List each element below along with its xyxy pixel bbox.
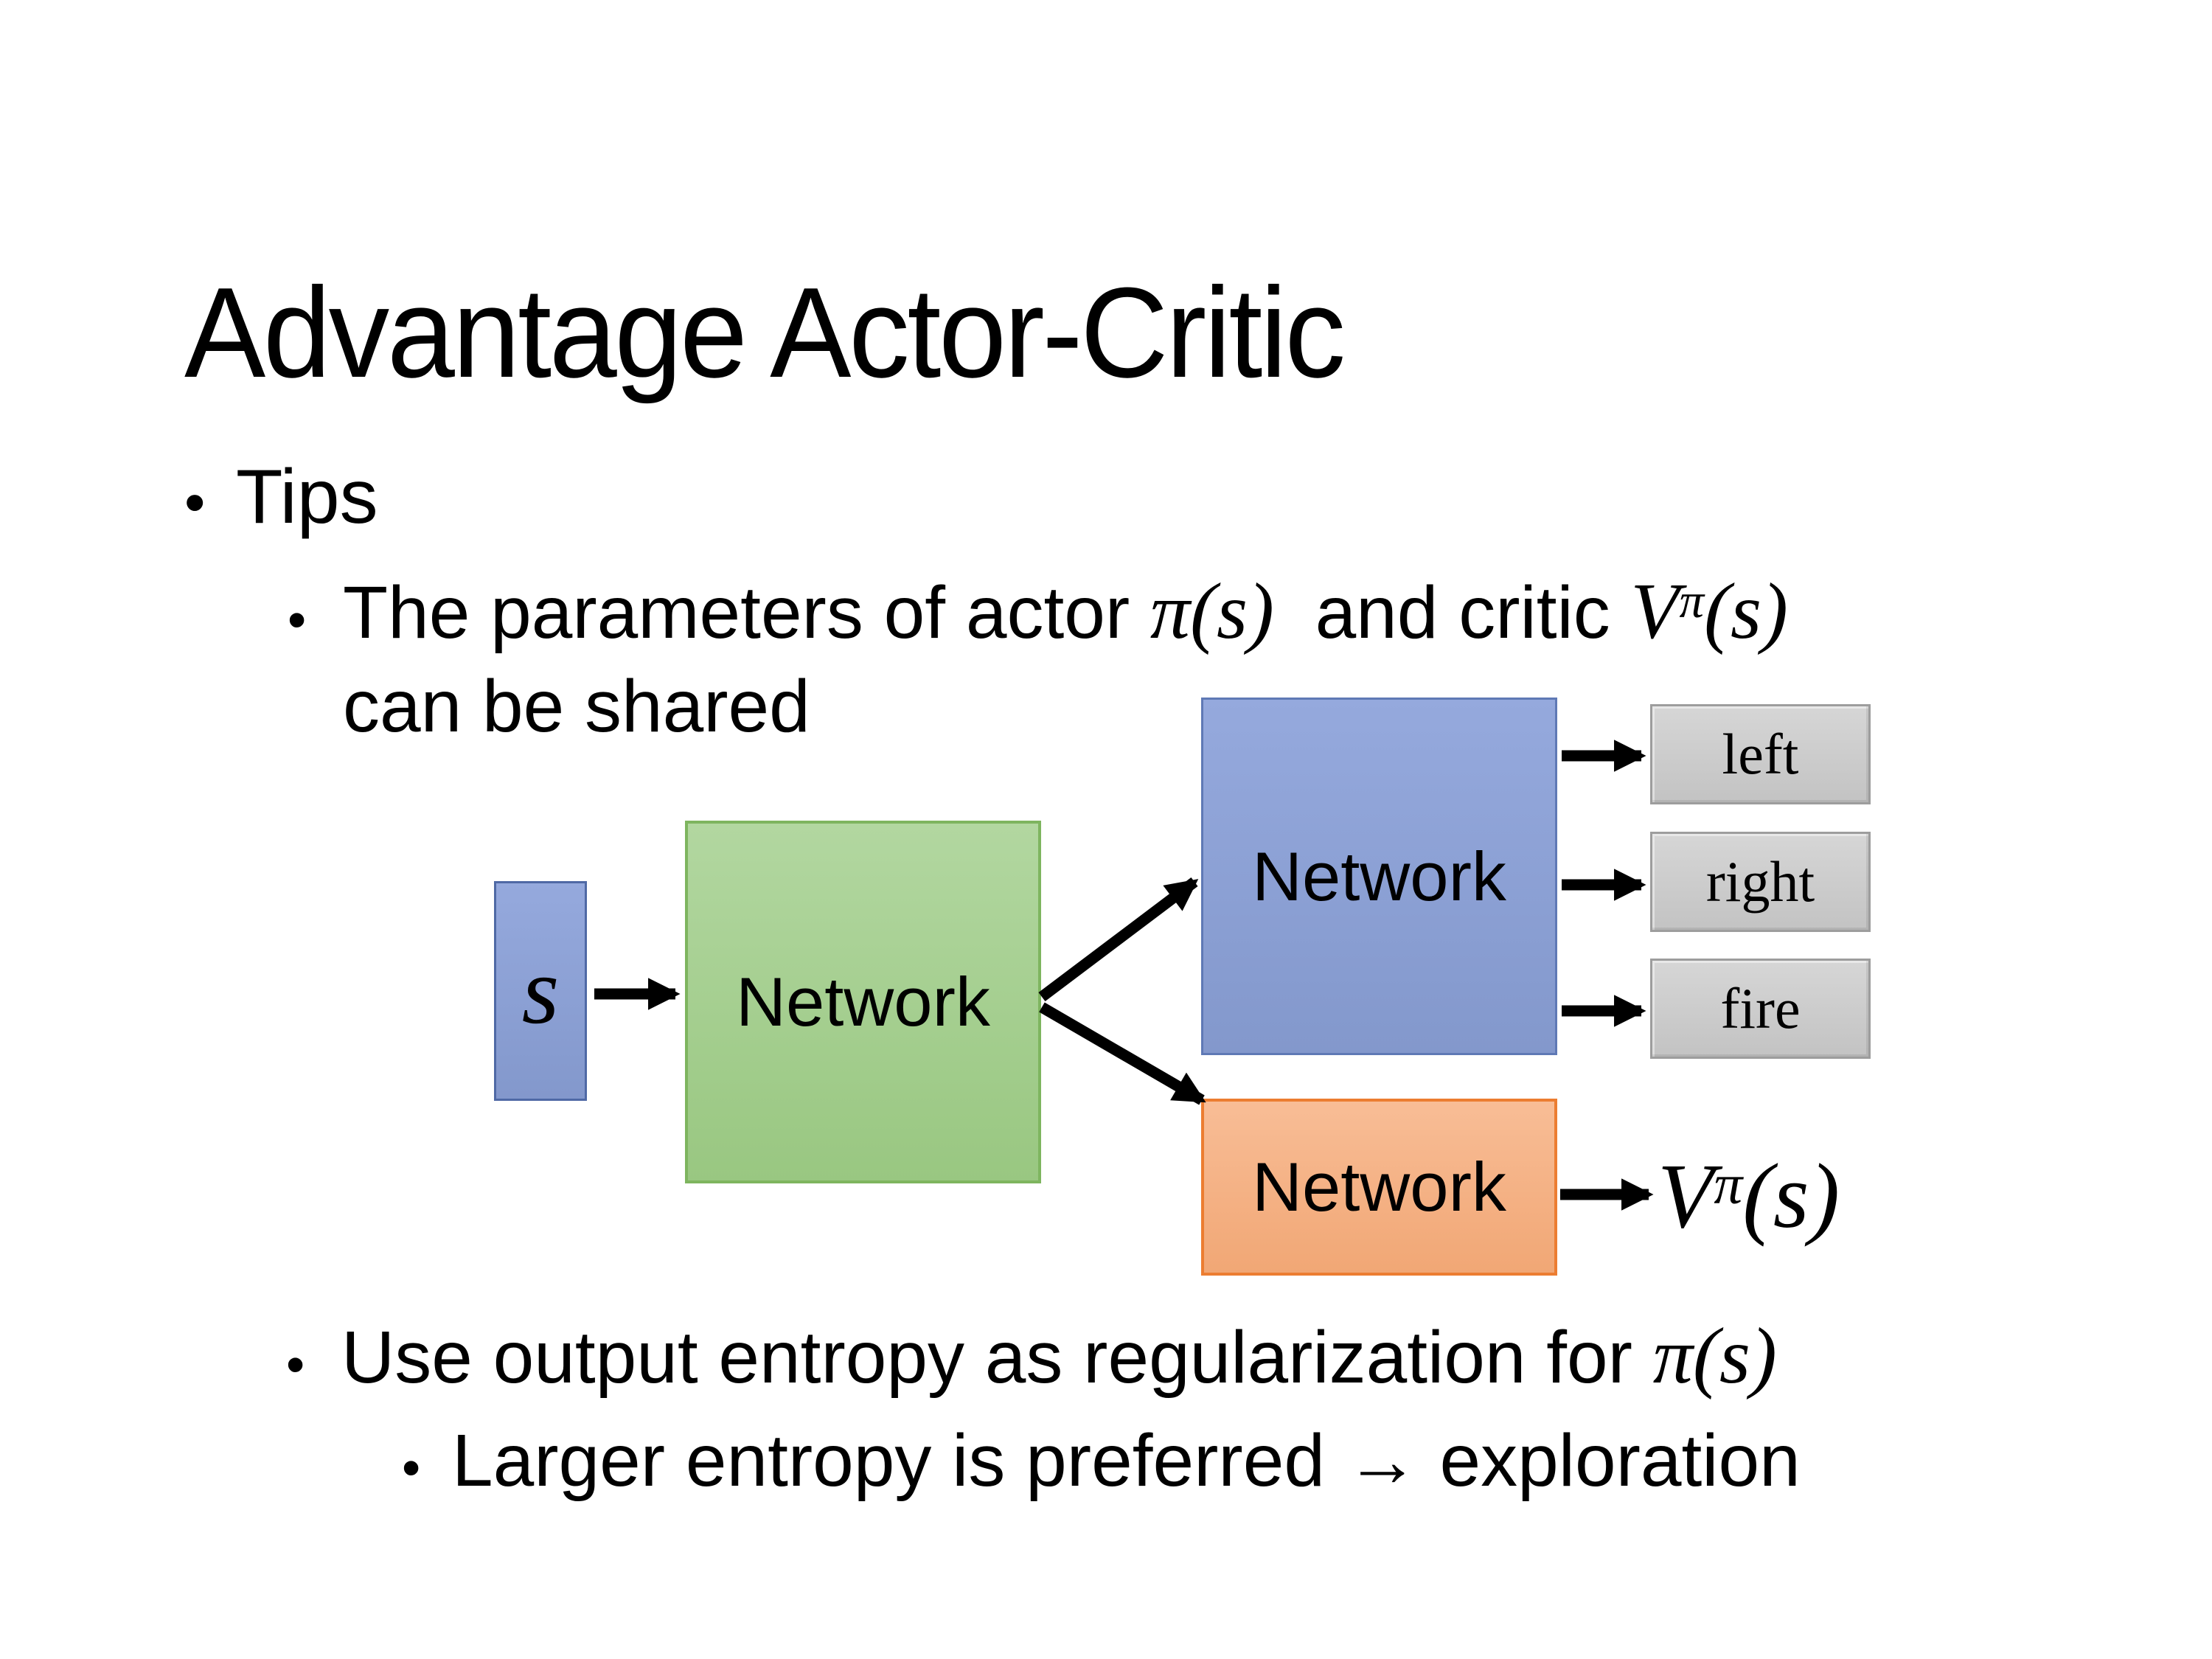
page-title: Advantage Actor-Critic [184,260,1346,404]
bullet-icon: • [288,591,307,650]
parameters-mid: and critic [1274,571,1631,654]
shared-network-box: Network [685,821,1041,1183]
arrow-shared-to-critic [1039,1002,1206,1105]
parameters-pre: The parameters of actor [343,571,1150,654]
state-input-label: s [521,938,560,1044]
action-label-right: right [1705,849,1815,914]
critic-v-base: V [1630,568,1680,655]
shared-network-label: Network [736,963,990,1040]
value-sup: π [1714,1152,1743,1216]
critic-network-label: Network [1252,1148,1506,1225]
state-input-box: s [494,881,587,1101]
parameters-text: The parameters of actor π(s) and critic … [343,563,1788,752]
action-box-left: left [1650,704,1871,804]
actor-pi-math: π(s) [1150,568,1274,655]
value-base: V [1658,1146,1714,1248]
bullet-parameters-shared: • The parameters of actor π(s) and criti… [288,563,1788,752]
bullet-icon: • [184,470,206,536]
critic-v-sup: π [1679,573,1705,628]
entropy-pi-math: π(s) [1652,1312,1777,1400]
bullet-icon: • [402,1439,421,1498]
entropy-pre: Use output entropy as regularization for [341,1316,1653,1399]
arrow-shared-to-actor [1038,877,1199,1001]
bullet-tips: • Tips [184,459,378,535]
action-box-fire: fire [1650,959,1871,1059]
bullet-larger-entropy: • Larger entropy is preferred → explorat… [402,1424,1801,1498]
action-label-left: left [1722,722,1799,786]
critic-v-args: (s) [1704,568,1788,655]
value-args: (s) [1742,1146,1840,1248]
actor-network-label: Network [1252,837,1506,915]
tips-label: Tips [236,454,378,540]
bullet-entropy-regularization: • Use output entropy as regularization f… [286,1317,1777,1397]
value-output-label: Vπ(s) [1658,1151,1840,1243]
action-box-right: right [1650,832,1871,932]
entropy-text: Use output entropy as regularization for… [341,1317,1777,1397]
bullet-icon: • [286,1335,305,1394]
actor-network-box: Network [1201,698,1557,1055]
exploration-text: Larger entropy is preferred → exploratio… [452,1419,1801,1502]
parameters-line1: The parameters of actor π(s) and critic … [343,568,1789,655]
parameters-line2: can be shared [343,664,810,748]
critic-v-math: Vπ(s) [1631,568,1789,655]
action-label-fire: fire [1720,976,1801,1040]
critic-network-box: Network [1201,1099,1557,1276]
